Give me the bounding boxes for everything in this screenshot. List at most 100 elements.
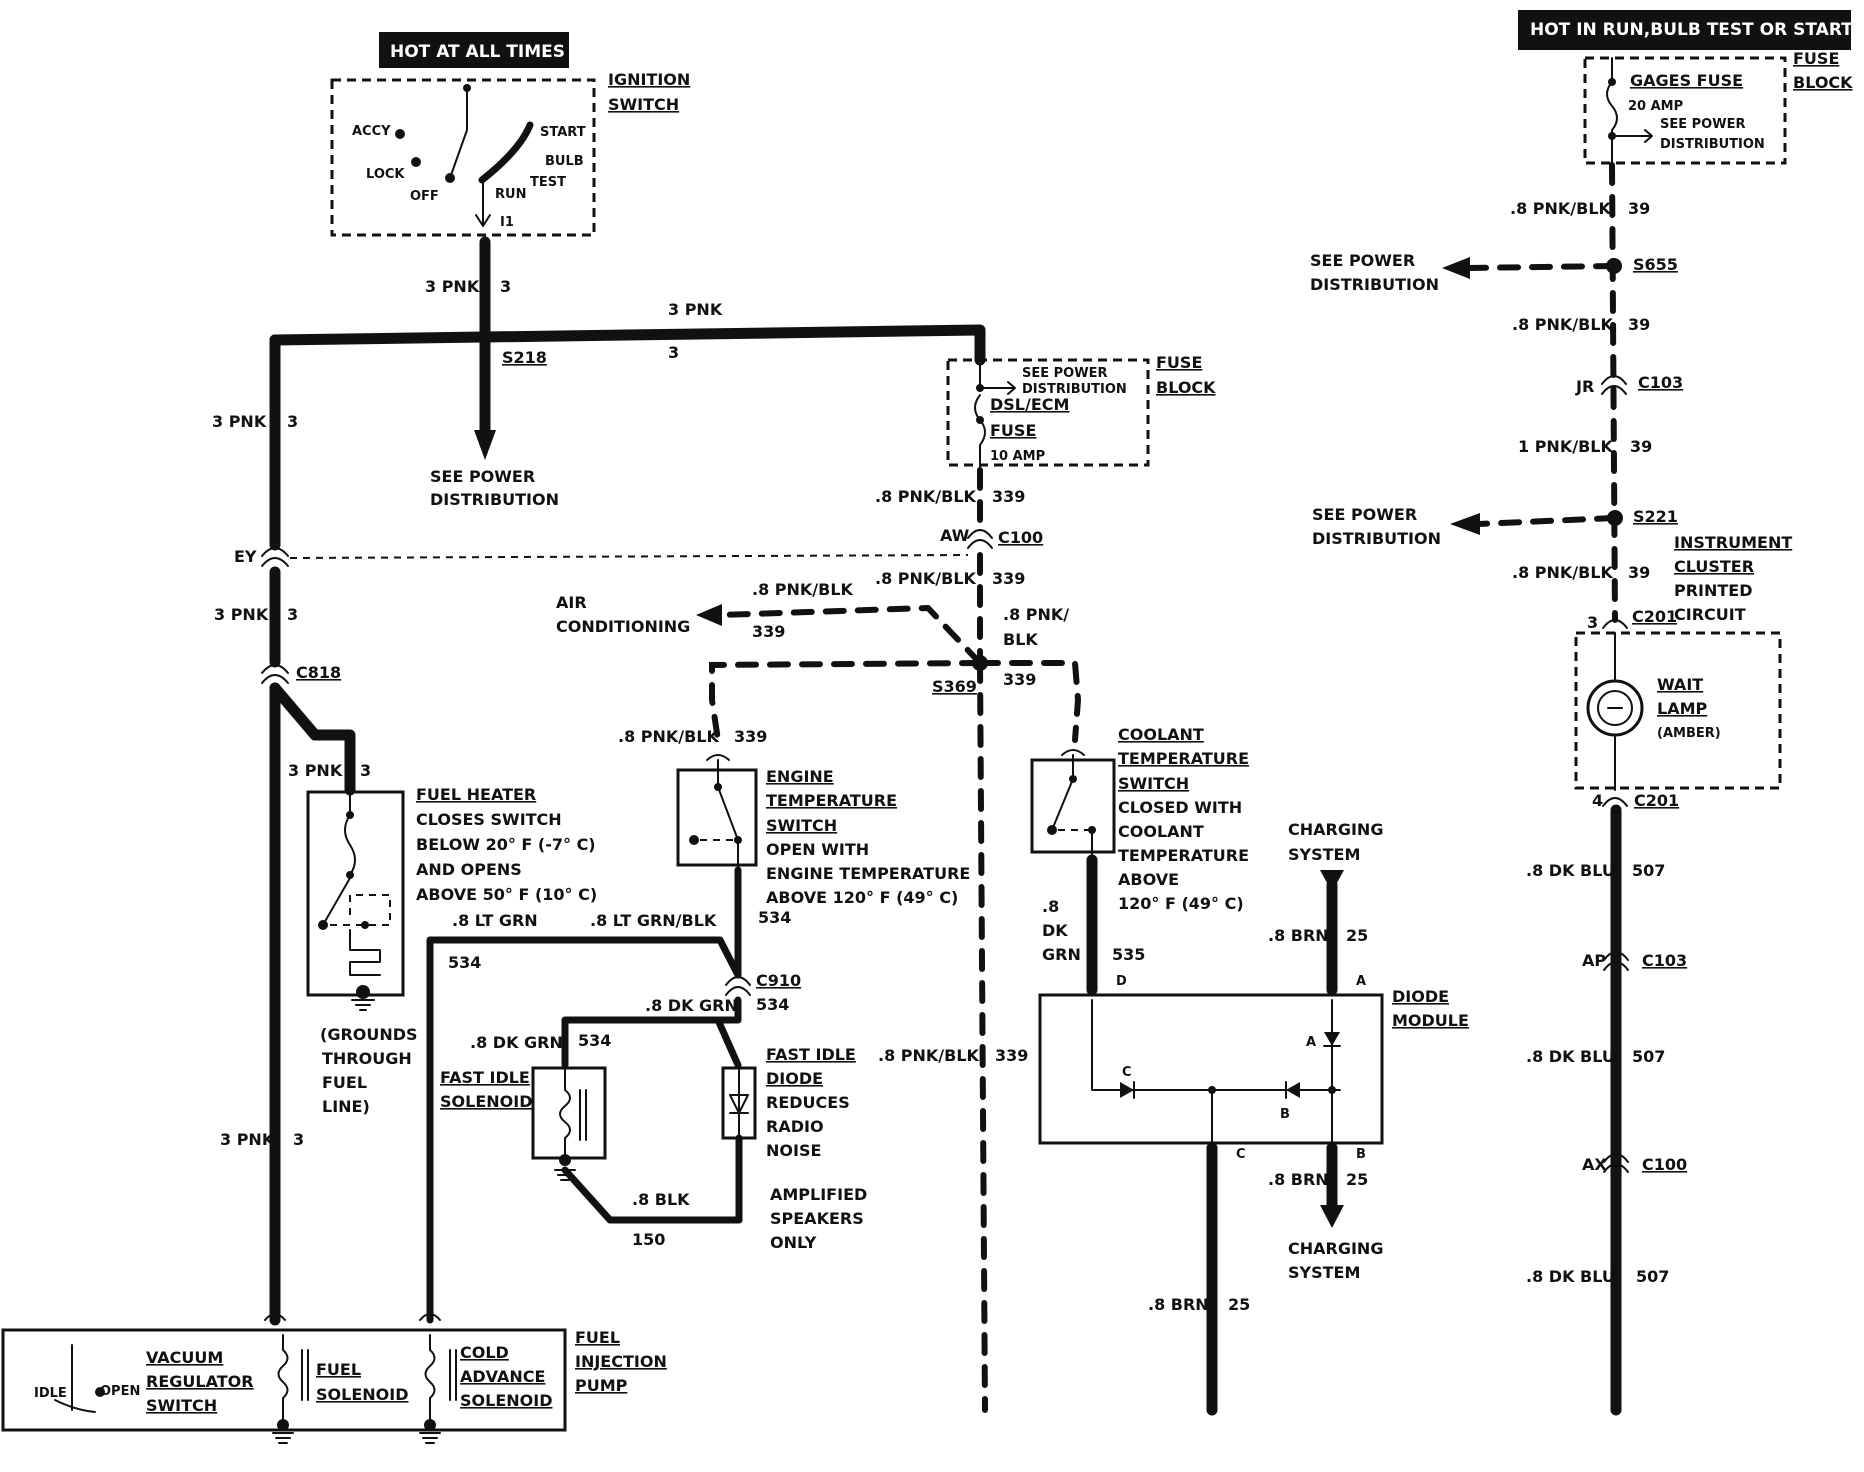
connector-c201-bottom: 4 C201 [1592, 791, 1679, 810]
label-wires-charging-1: CHARGING [1288, 820, 1383, 839]
wire-3pnk-bus [269, 324, 986, 366]
label-dsl-fuse-block-fuse-block-1: FUSE [1156, 353, 1202, 372]
label-diode-module-l2: MODULE [1392, 1011, 1469, 1030]
label-fuel-heater-g4: LINE) [322, 1097, 370, 1116]
label-wires-ey: EY [234, 547, 257, 566]
label-wires-num-534d: 534 [578, 1031, 611, 1050]
label-wires-dk-2: DK [1042, 921, 1068, 940]
label-right-column-num-507a: 507 [1632, 861, 1665, 880]
label-diode-module-pin-d: D [1116, 974, 1127, 989]
label-wires-c818: C818 [296, 663, 341, 682]
label-injection-pump-pump-2: INJECTION [575, 1352, 667, 1371]
label-ignition-terminal: I1 [500, 215, 514, 230]
label-right-column-pnkblk-39c: 1 PNK/BLK [1518, 437, 1613, 456]
label-right-column-ax: AX [1582, 1155, 1607, 1174]
label-right-column-c201a: C201 [1632, 607, 1677, 626]
label-dsl-fuse-block-see-power-1: SEE POWER [1022, 366, 1107, 381]
label-right-column-cluster-4: CIRCUIT [1674, 605, 1746, 624]
arrow-see-power-s218 [474, 430, 496, 460]
fast-idle-diode: FAST IDLE DIODE REDUCES RADIO NOISE [721, 1045, 856, 1160]
label-right-column-num-507b: 507 [1632, 1047, 1665, 1066]
wire-blk-150 [561, 1134, 743, 1224]
label-wires-pnkblk-339e: .8 PNK/BLK [618, 727, 720, 746]
wire-339-air-conditioning [717, 604, 983, 666]
label-right-column-pin-4: 4 [1592, 791, 1603, 810]
label-gages-fuse-block-see-power-2: DISTRIBUTION [1660, 137, 1765, 152]
label-diode-module-pin-a: A [1356, 974, 1366, 989]
fuel-heater-switch: FUEL HEATER CLOSES SWITCH BELOW 20° F (-… [306, 785, 597, 1116]
label-wires-num-3a: 3 [500, 277, 511, 296]
label-wires-s218: S218 [502, 348, 547, 367]
label-ignition-test: TEST [530, 175, 566, 190]
label-coolant-temp-l6: TEMPERATURE [1118, 846, 1249, 865]
wire-dkgrn-diode [714, 1016, 742, 1069]
label-fuel-heater-g1: (GROUNDS [320, 1025, 418, 1044]
label-ignition-accy: ACCY [352, 124, 391, 139]
label-wires-num-534a: 534 [448, 953, 481, 972]
label-wires-dk-1: .8 [1042, 897, 1059, 916]
arrow-see-power-s221 [1450, 513, 1480, 535]
label-wires-pnk-slash-1: .8 PNK/ [1003, 605, 1069, 624]
label-dsl-fuse-block-see-power-2: DISTRIBUTION [1022, 382, 1127, 397]
label-wires-pnkblk-339b: .8 PNK/BLK [875, 569, 977, 588]
fuel-injection-pump: IDLE OPEN VACUUM REGULATOR SWITCH FUEL S… [1, 1313, 667, 1444]
wire-dkgrn-c910 [561, 996, 742, 1069]
label-coolant-temp-l4: CLOSED WITH [1118, 798, 1242, 817]
label-wires-num-339e: 339 [752, 622, 785, 641]
header-hot-at-all-times: HOT AT ALL TIMES [379, 32, 569, 68]
label-right-column-pnkblk-39d: .8 PNK/BLK [1512, 563, 1614, 582]
label-wires-dk-3: GRN [1042, 945, 1081, 964]
label-wires-air-2: CONDITIONING [556, 617, 690, 636]
label-wires-pnk-3b: 3 PNK [668, 300, 723, 319]
label-right-column-c103b: C103 [1642, 951, 1687, 970]
label-right-column-pnkblk-39b: .8 PNK/BLK [1512, 315, 1614, 334]
label-right-column-dkblu-a: .8 DK BLU [1526, 861, 1615, 880]
label-wires-c100: C100 [998, 528, 1043, 547]
label-ignition-bulb: BULB [545, 154, 584, 169]
label-wires-s369: S369 [932, 677, 977, 696]
label-wires-blk: .8 BLK [632, 1190, 690, 1209]
label-ignition-title-1: IGNITION [608, 70, 690, 89]
label-dsl-fuse-block-fuse-name-2: FUSE [990, 421, 1036, 440]
wire-339-to-engine-temp [709, 660, 983, 743]
label-wires-brn-b: .8 BRN [1268, 1170, 1329, 1189]
label-wires-dkgrn-a: .8 DK GRN [645, 996, 738, 1015]
label-dsl-fuse-block-fuse-name-1: DSL/ECM [990, 395, 1069, 414]
label-fuel-heater-l4: AND OPENS [416, 860, 522, 879]
label-right-column-num-39c: 39 [1630, 437, 1652, 456]
label-wires-num-25a: 25 [1346, 926, 1368, 945]
label-injection-pump-vac-2: REGULATOR [146, 1372, 254, 1391]
label-wires-see-power-2: DISTRIBUTION [430, 490, 559, 509]
label-right-column-wait-3: (AMBER) [1657, 726, 1721, 741]
label-right-column-wait-1: WAIT [1657, 675, 1703, 694]
label-wires-pnk-3d: 3 PNK [214, 605, 269, 624]
label-fuel-heater-l5: ABOVE 50° F (10° C) [416, 885, 597, 904]
wire-3pnk-to-heater [269, 682, 356, 796]
label-coolant-temp-l1: COOLANT [1118, 725, 1204, 744]
arrow-air-conditioning [696, 604, 722, 626]
label-engine-temp-l4: OPEN WITH [766, 840, 869, 859]
label-fast-idle-diode-5: NOISE [766, 1141, 821, 1160]
label-gages-fuse-block-gages-fuse: GAGES FUSE [1630, 71, 1743, 90]
label-fast-idle-amp-3: ONLY [770, 1233, 817, 1252]
label-wires-num-339b: 339 [992, 569, 1025, 588]
label-wires-pnkblk-339a: .8 PNK/BLK [875, 487, 977, 506]
label-fast-idle-diode-4: RADIO [766, 1117, 824, 1136]
connector-c910: C910 534 [725, 971, 801, 1014]
label-right-column-num-39b: 39 [1628, 315, 1650, 334]
label-dsl-fuse-block-fuse-block-2: BLOCK [1156, 378, 1216, 397]
label-fast-idle-amp-2: SPEAKERS [770, 1209, 864, 1228]
label-right-column-jr: JR [1575, 377, 1594, 396]
label-right-column-c100b: C100 [1642, 1155, 1687, 1174]
label-gages-fuse-block-amp: 20 AMP [1628, 99, 1683, 114]
label-wires-pnkblk-339c: .8 PNK/BLK [752, 580, 854, 599]
label-wires-brn-a: .8 BRN [1268, 926, 1329, 945]
engine-temperature-switch: ENGINE TEMPERATURE SWITCH OPEN WITH ENGI… [676, 754, 970, 907]
label-wires-pnk-3f: 3 PNK [220, 1130, 275, 1149]
label-fuel-heater-l3: BELOW 20° F (-7° C) [416, 835, 596, 854]
label-wires-num-25b: 25 [1346, 1170, 1368, 1189]
label-diode-module-in-b: B [1280, 1107, 1290, 1122]
label-fast-idle-sol-2: SOLENOID [440, 1092, 532, 1111]
label-ignition-run: RUN [495, 187, 526, 202]
label-engine-temp-l3: SWITCH [766, 816, 837, 835]
